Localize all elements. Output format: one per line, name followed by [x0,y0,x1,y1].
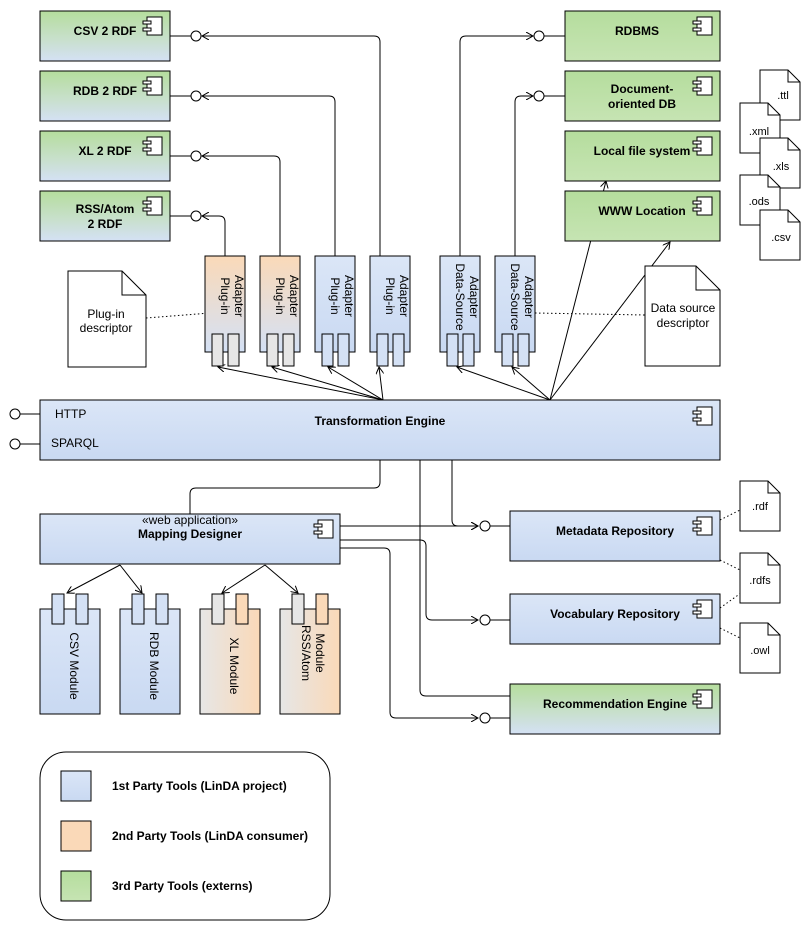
component-icon [142,136,163,156]
converter-xl-label: XL 2 RDF [78,144,131,158]
interface-sockets [9,30,565,724]
legend-swatch-second-party [60,820,92,852]
metadata-repository: Metadata Repository [509,510,721,562]
file-icon-owl: .owl [739,622,781,674]
metadata-repository-title: Metadata Repository [556,524,674,538]
source-docdb-label-1: Document- [611,82,674,96]
svg-text:Module: Module [313,633,327,673]
svg-text:Data source: Data source [651,301,716,315]
legend-label-third-party: 3rd Party Tools (externs) [112,879,252,893]
converter-rss: RSS/Atom 2 RDF [39,190,171,242]
svg-text:Adapter: Adapter [467,276,481,318]
component-icon [692,136,713,156]
svg-text:.xml: .xml [749,126,769,138]
component-icon [142,76,163,96]
svg-text:Adapter: Adapter [522,276,536,318]
svg-text:descriptor: descriptor [657,316,710,330]
svg-text:Adapter: Adapter [342,275,356,317]
data-source-adapter-2: Data-Source Adapter [494,255,536,367]
legend-label-first-party: 1st Party Tools (LinDA project) [112,779,287,793]
recommendation-engine: Recommendation Engine [509,683,721,735]
component-icon [313,519,334,539]
converter-xl: XL 2 RDF [39,130,171,182]
legend-swatch-first-party [60,770,92,802]
mapping-designer: «web application» Mapping Designer [39,513,341,565]
transformation-engine-title: Transformation Engine [315,414,446,428]
component-icon [692,196,713,216]
svg-text:.ttl: .ttl [777,90,789,102]
svg-text:.rdfs: .rdfs [749,575,771,587]
source-document-db: Document- oriented DB [564,70,721,122]
svg-text:.csv: .csv [771,232,791,244]
svg-text:Data-Source: Data-Source [508,263,522,331]
component-icon [692,16,713,36]
component-icon [692,689,713,709]
svg-text:Plug-in: Plug-in [328,277,342,314]
mapping-designer-title: Mapping Designer [138,527,242,541]
svg-text:Data-Source: Data-Source [453,263,467,331]
component-icon [692,516,713,536]
sparql-interface-label: SPARQL [51,436,99,450]
plugin-adapter-3: Plug-in Adapter [314,255,356,367]
plugin-adapter-2: Plug-in Adapter [259,255,301,367]
converter-csv-label: CSV 2 RDF [74,24,137,38]
component-icon [142,196,163,216]
plugin-adapter-1: Plug-in Adapter [204,255,246,367]
svg-text:.rdf: .rdf [752,501,769,513]
source-rdbms-label: RDBMS [615,24,659,38]
svg-text:Plug-in: Plug-in [218,277,232,314]
data-source-descriptor: Data source descriptor [644,265,721,367]
svg-text:.ods: .ods [749,196,770,208]
source-local-fs: Local file system [564,130,721,182]
data-source-adapter-1: Data-Source Adapter [439,255,481,367]
svg-text:RSS/Atom: RSS/Atom [299,625,313,681]
legend: 1st Party Tools (LinDA project) 2nd Part… [39,751,331,921]
svg-text:Plug-in: Plug-in [87,307,124,321]
svg-text:.owl: .owl [750,645,770,657]
source-local-fs-label: Local file system [594,144,691,158]
svg-text:Plug-in: Plug-in [383,277,397,314]
svg-text:RDB Module: RDB Module [147,632,161,700]
source-docdb-label-2: oriented DB [608,97,676,111]
vocabulary-repository-title: Vocabulary Repository [550,607,680,621]
source-rdbms: RDBMS [564,10,721,62]
mapping-designer-stereotype: «web application» [142,513,238,527]
plugin-descriptor: Plug-in descriptor [67,270,147,368]
component-icon [692,76,713,96]
transformation-engine: Transformation Engine HTTP SPARQL [39,399,721,461]
svg-text:CSV Module: CSV Module [67,632,81,700]
legend-label-second-party: 2nd Party Tools (LinDA consumer) [112,829,308,843]
module-rss-atom: RSS/Atom Module [279,593,341,715]
file-icon-csv: .csv [759,209,801,261]
converter-csv: CSV 2 RDF [39,10,171,62]
component-icon [692,406,713,426]
file-icon-rdfs: .rdfs [739,552,781,604]
vocabulary-repository: Vocabulary Repository [509,593,721,645]
converter-rdb: RDB 2 RDF [39,70,171,122]
legend-swatch-third-party [60,870,92,902]
module-csv: CSV Module [39,593,101,715]
converter-rss-label-2: 2 RDF [88,217,123,231]
file-icon-rdf: .rdf [739,480,781,532]
converter-rss-label-1: RSS/Atom [76,202,135,216]
svg-text:Adapter: Adapter [397,275,411,317]
svg-text:.xls: .xls [773,161,790,173]
module-xl: XL Module [199,593,261,715]
plugin-adapter-4: Plug-in Adapter [369,255,411,367]
source-www: WWW Location [564,190,721,242]
file-icon-xls: .xls [759,137,801,189]
svg-text:Plug-in: Plug-in [273,277,287,314]
component-icon [142,16,163,36]
converter-rdb-label: RDB 2 RDF [73,84,137,98]
svg-text:XL Module: XL Module [227,638,241,695]
svg-text:descriptor: descriptor [80,321,133,335]
component-icon [692,599,713,619]
source-www-label: WWW Location [598,204,685,218]
http-interface-label: HTTP [55,407,86,421]
recommendation-engine-title: Recommendation Engine [543,697,687,711]
module-rdb: RDB Module [119,593,181,715]
svg-text:Adapter: Adapter [232,275,246,317]
svg-text:Adapter: Adapter [287,275,301,317]
